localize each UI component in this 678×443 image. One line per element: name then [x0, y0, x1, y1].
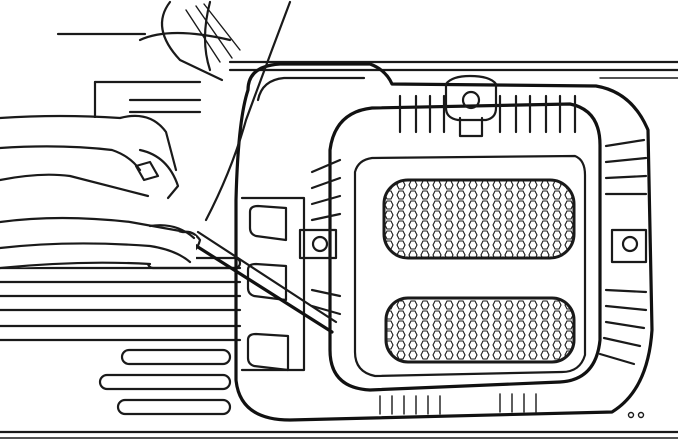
- cooling-fins: [310, 94, 648, 415]
- vent-grille-lower: [384, 296, 576, 364]
- generator-frame-rails: [0, 256, 678, 439]
- vent-grille-upper: [382, 178, 576, 260]
- cover-mounting-bolt: [298, 74, 648, 419]
- technician-hands: [0, 0, 292, 270]
- recoil-starter-cover: [234, 62, 654, 422]
